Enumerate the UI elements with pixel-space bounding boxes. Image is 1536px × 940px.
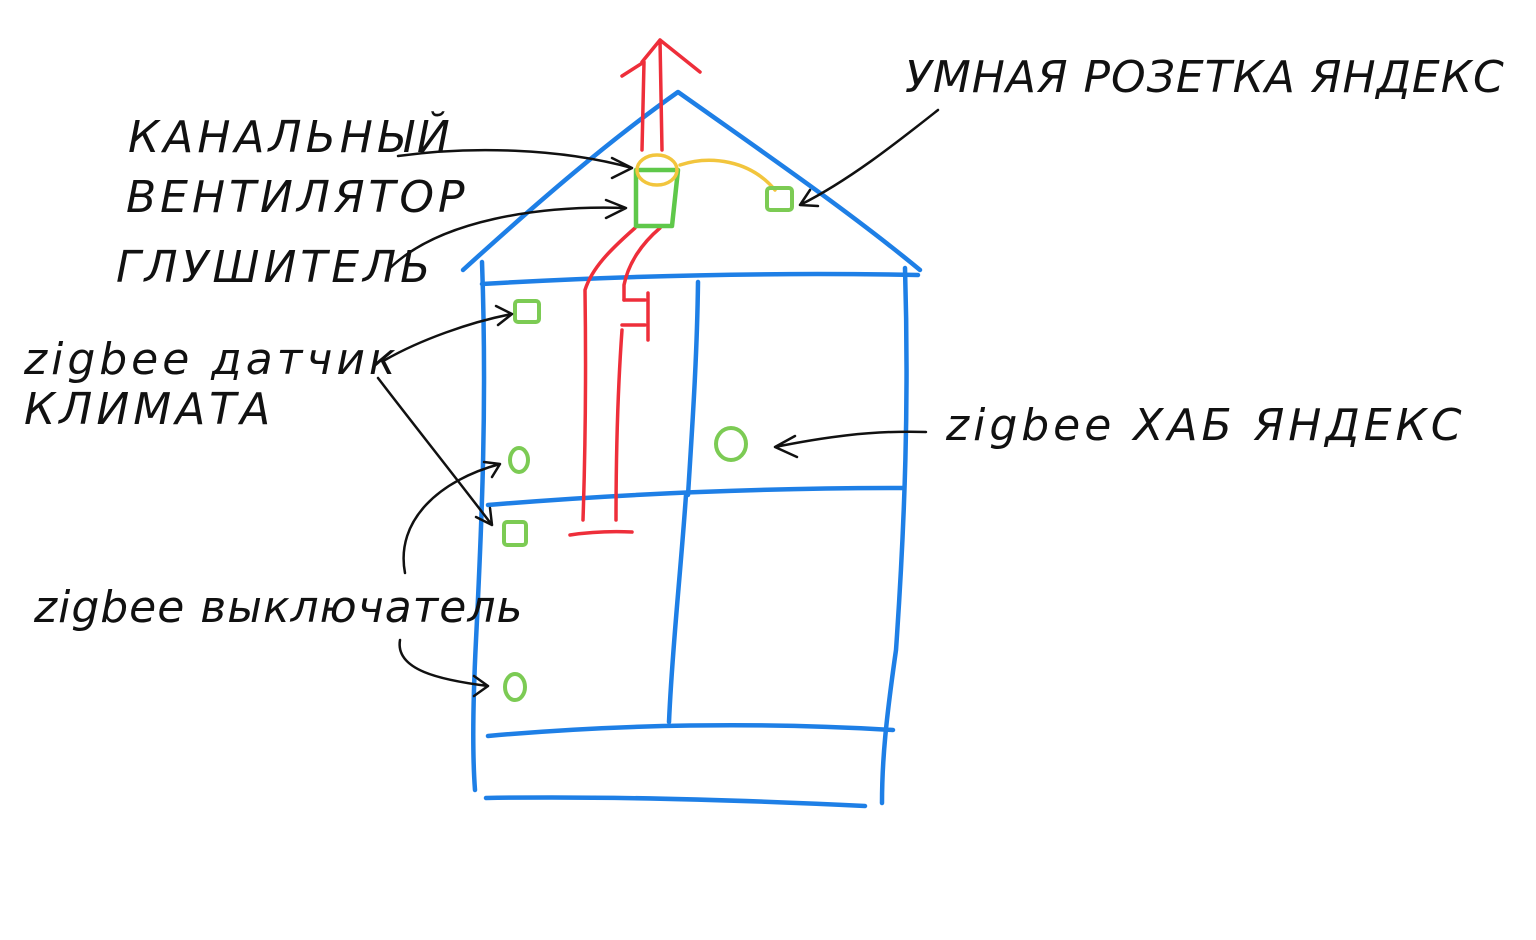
label-switch: zigbee выключатель: [34, 582, 524, 633]
circle-hub-icon: [714, 426, 748, 462]
exhaust-arrow-icon: [620, 38, 702, 152]
ventilation-duct: [568, 38, 702, 537]
middle-floor: [485, 485, 906, 508]
label-hub: zigbee ХАБ ЯНДЕКС: [946, 400, 1466, 451]
silencer-icon: [633, 167, 681, 229]
duct-bottom: [568, 529, 634, 537]
right-wall: [879, 265, 909, 806]
inner-wall-upper: [685, 279, 701, 498]
label-duct-fan-line2: ВЕНТИЛЯТОР: [126, 172, 469, 223]
label-climate-sensor-line1: zigbee датчик: [24, 334, 400, 385]
label-climate-sensor-line2: КЛИМАТА: [24, 384, 275, 435]
callout-arrows: [376, 108, 940, 698]
top-floor-beam: [479, 271, 921, 287]
arrow-to-switch-bottom: [398, 638, 490, 698]
lower-floor: [485, 722, 896, 739]
power-wire: [678, 158, 777, 192]
duct-right-line: [614, 226, 662, 522]
label-smart-socket: УМНАЯ РОЗЕТКА ЯНДЕКС: [905, 52, 1505, 103]
label-duct-fan-line1: КАНАЛЬНЫЙ: [128, 112, 454, 163]
circle-switch-icon: [503, 672, 527, 702]
duct-tee-top: [620, 291, 650, 342]
label-silencer: ГЛУШИТЕЛЬ: [116, 242, 435, 293]
roof: [460, 89, 923, 273]
square-sensor-icon: [502, 520, 528, 547]
left-wall: [470, 259, 487, 793]
smart-socket-icon: [765, 186, 794, 212]
duct-left-line: [581, 226, 637, 522]
inner-wall-lower: [666, 492, 689, 725]
arrow-to-silencer: [388, 198, 628, 270]
arrow-to-sensor-bottom: [376, 376, 494, 527]
arrow-to-switch-top: [402, 460, 502, 575]
arrow-to-fan: [396, 148, 634, 180]
arrow-to-sensor-top: [383, 304, 514, 362]
circle-switch-icon: [508, 446, 530, 474]
house-structure: [460, 89, 923, 809]
foundation: [483, 795, 868, 809]
devices: [502, 186, 794, 702]
square-sensor-icon: [513, 299, 541, 324]
arrow-to-hub: [773, 430, 928, 459]
arrow-to-socket: [798, 108, 940, 208]
duct-fan-icon: [635, 153, 777, 192]
